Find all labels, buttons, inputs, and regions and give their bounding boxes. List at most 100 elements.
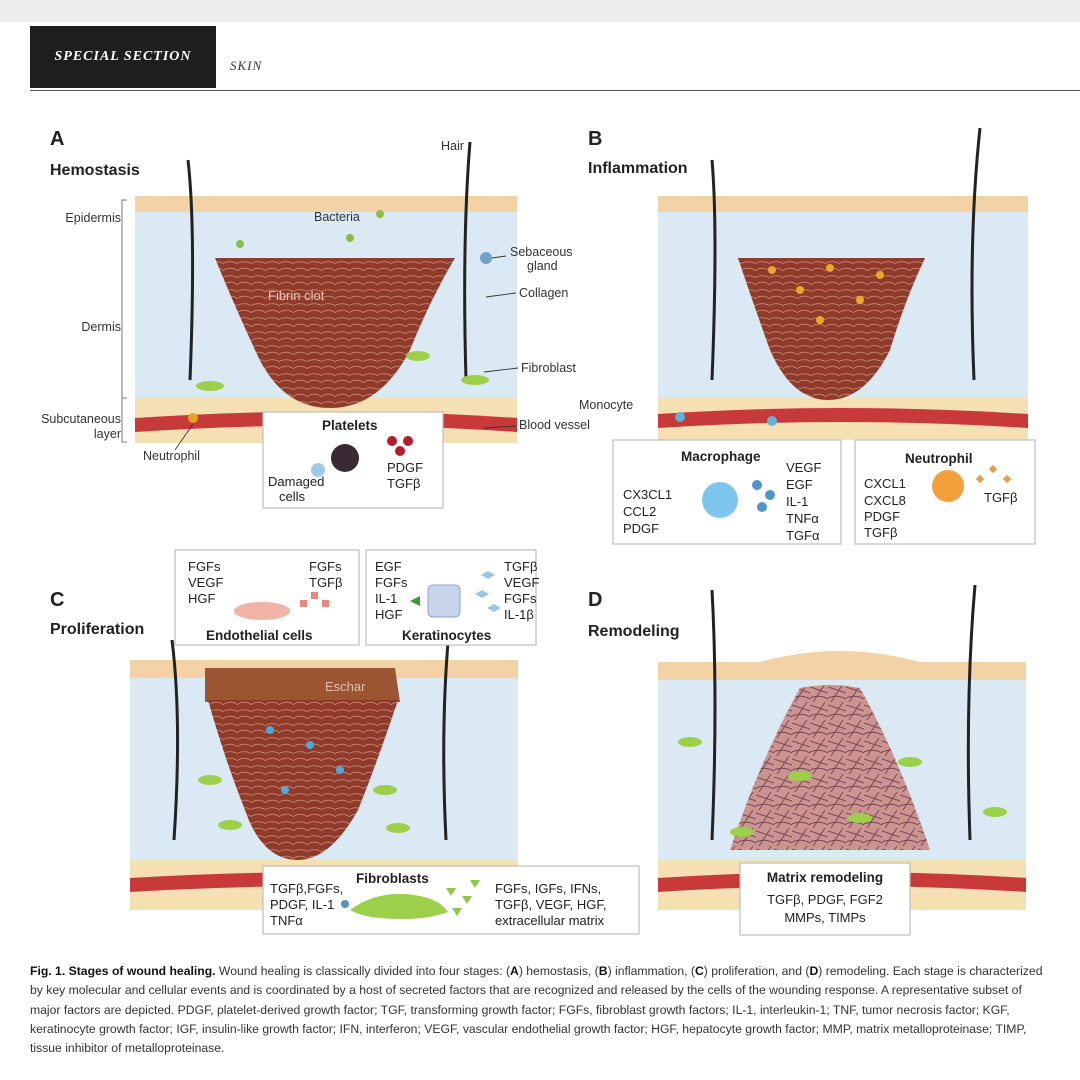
panel-d-title: Remodeling [588,623,680,640]
epidermis-label: Epidermis [65,211,121,225]
collagen-label: Collagen [519,286,568,300]
platelets-title: Platelets [322,418,378,433]
dermis-label: Dermis [81,320,121,334]
neutrophil-title: Neutrophil [905,451,973,466]
factor-label: TGFβ [309,575,342,590]
caption-text: ) proliferation, and ( [703,964,810,978]
caption-panel-ref: B [598,964,608,978]
factor-label: CXCL1 [864,476,906,491]
fibrin-clot [215,258,455,408]
bacterium [376,210,384,218]
hair-label: Hair [441,139,464,153]
caption-panel-ref: D [809,964,819,978]
panel-a-letter: A [50,128,64,150]
factor-label: FGFs [188,559,221,574]
fibroblasts-box [262,865,640,935]
factor-dot [387,436,397,446]
factor-label: FGFs, IGFs, IFNs, [495,881,601,896]
matrix-remodeling-title: Matrix remodeling [767,870,883,885]
layer-brackets [121,199,127,443]
factor-dot [975,474,985,484]
hair-shaft [170,639,180,841]
panel-d-letter: D [588,589,602,611]
damaged-cells-label: Damaged [268,474,324,489]
fibrin-clot-label: Fibrin clot [268,288,325,303]
factor-label: HGF [188,591,216,606]
top-margin-bar [0,0,1080,22]
fibroblast-label: Fibroblast [521,361,576,375]
factor-label: TGFβ, VEGF, HGF, [495,897,606,912]
special-section-banner: SPECIAL SECTION [30,26,216,88]
wound-clot [738,258,925,400]
factor-label: MMPs, TIMPs [784,910,866,925]
blood-vessel-label: Blood vessel [519,418,590,432]
section-topic: SKIN [230,58,263,73]
sebaceous-gland [480,252,492,264]
bacterium [346,234,354,242]
bacterium [236,240,244,248]
factor-dot [481,571,495,579]
skin-cross-section-c [130,619,518,910]
factor-dot [475,590,489,598]
sebaceous-label: Sebaceous [510,245,573,259]
caption-lead: Fig. 1. Stages of wound healing. [30,964,216,978]
factor-label: FGFs [375,575,408,590]
hair-shaft [710,589,717,841]
factor-label: PDGF [864,509,900,524]
header-rule [30,90,1080,91]
panel-a-hemostasis: A Hemostasis Fibrin clot Epidermis Dermi… [41,128,590,509]
panel-c-proliferation: C Proliferation Eschar Endothelial cells… [50,549,640,935]
factor-label: VEGF [188,575,223,590]
keratinocyte-cell [427,584,461,618]
factor-label: TGFβ [984,490,1017,505]
skin-cross-section-d [658,584,1026,910]
caption-text: Wound healing is classically divided int… [215,964,511,978]
endothelial-title: Endothelial cells [206,628,313,643]
fibroblast-cell [406,351,430,361]
matrix-remodeling-box [739,862,911,936]
factor-triangles [446,880,480,916]
factor-label: TGFβ [504,559,537,574]
panel-a-title: Hemostasis [50,162,140,179]
fibroblast-cell [196,381,224,391]
macrophage-cell [702,482,738,518]
hair-shaft-left [186,159,195,381]
factor-label: HGF [375,607,403,622]
platelet-cell [331,444,359,472]
blood-vessel [658,408,1028,428]
caption-panel-ref: A [510,964,519,978]
hair-shaft [710,159,717,381]
hair-shaft [966,584,977,841]
leader-lines [174,255,519,451]
factor-label: IL-1 [786,494,808,509]
panel-b-title: Inflammation [588,160,688,177]
factor-label: CX3CL1 [623,487,672,502]
caption-panel-ref: C [694,964,704,978]
receptor-icon [410,596,420,606]
eschar-scab [205,668,400,702]
factor-label: TNFα [270,913,303,928]
monocyte-cell [767,416,777,426]
neutrophil-label: Neutrophil [143,449,200,463]
keratinocytes-title: Keratinocytes [402,628,491,643]
skin-cross-section-b [658,127,1028,440]
figure-caption: Fig. 1. Stages of wound healing. Wound h… [30,962,1050,1058]
factor-dot [300,600,307,607]
factor-label: TGFβ [387,476,420,491]
hair-shaft-right [463,141,472,381]
subcutaneous-label: Subcutaneous [41,412,121,426]
damaged-cell [311,463,325,477]
eschar-label: Eschar [325,679,366,694]
factor-label: CXCL8 [864,493,906,508]
factor-label: FGFs [504,591,537,606]
epidermis-layer [135,196,517,212]
panel-c-title: Proliferation [50,621,144,638]
factor-dot [988,464,998,474]
factor-label: EGF [375,559,402,574]
factor-label: VEGF [504,575,539,590]
wound-healing-figure: A Hemostasis Fibrin clot Epidermis Dermi… [41,127,1036,936]
endothelial-cell [234,602,290,620]
subcutaneous-label: layer [94,427,121,441]
factor-dot [757,502,767,512]
sebaceous-label: gland [527,259,558,273]
